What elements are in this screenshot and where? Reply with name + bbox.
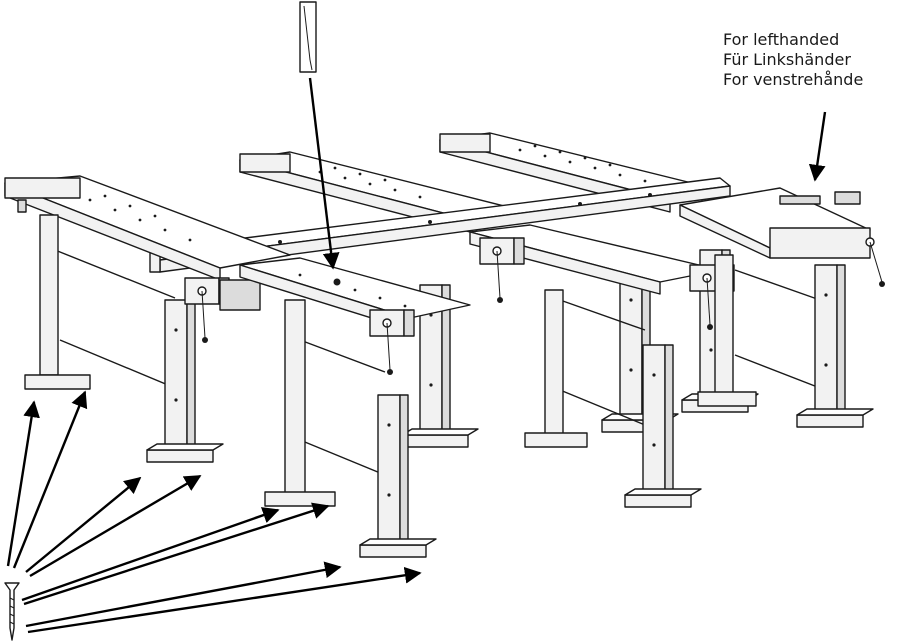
bench-back-middle: [239, 151, 521, 448]
callout-line-no: For venstrehånde: [723, 70, 864, 89]
wedge-icon: [299, 1, 317, 73]
callout-line-en: For lefthanded: [723, 30, 840, 49]
callout-line-de: Für Linkshänder: [723, 50, 851, 69]
bench-front-middle: [239, 257, 471, 558]
bench-left: [4, 175, 291, 463]
lefthanded-callout: For lefthanded Für Linkshänder For venst…: [723, 30, 863, 90]
bench-front-right: [469, 224, 735, 508]
bench-lefthanded: [679, 187, 885, 428]
pointer-arrows: [6, 77, 827, 634]
screw-icon: [4, 582, 20, 641]
